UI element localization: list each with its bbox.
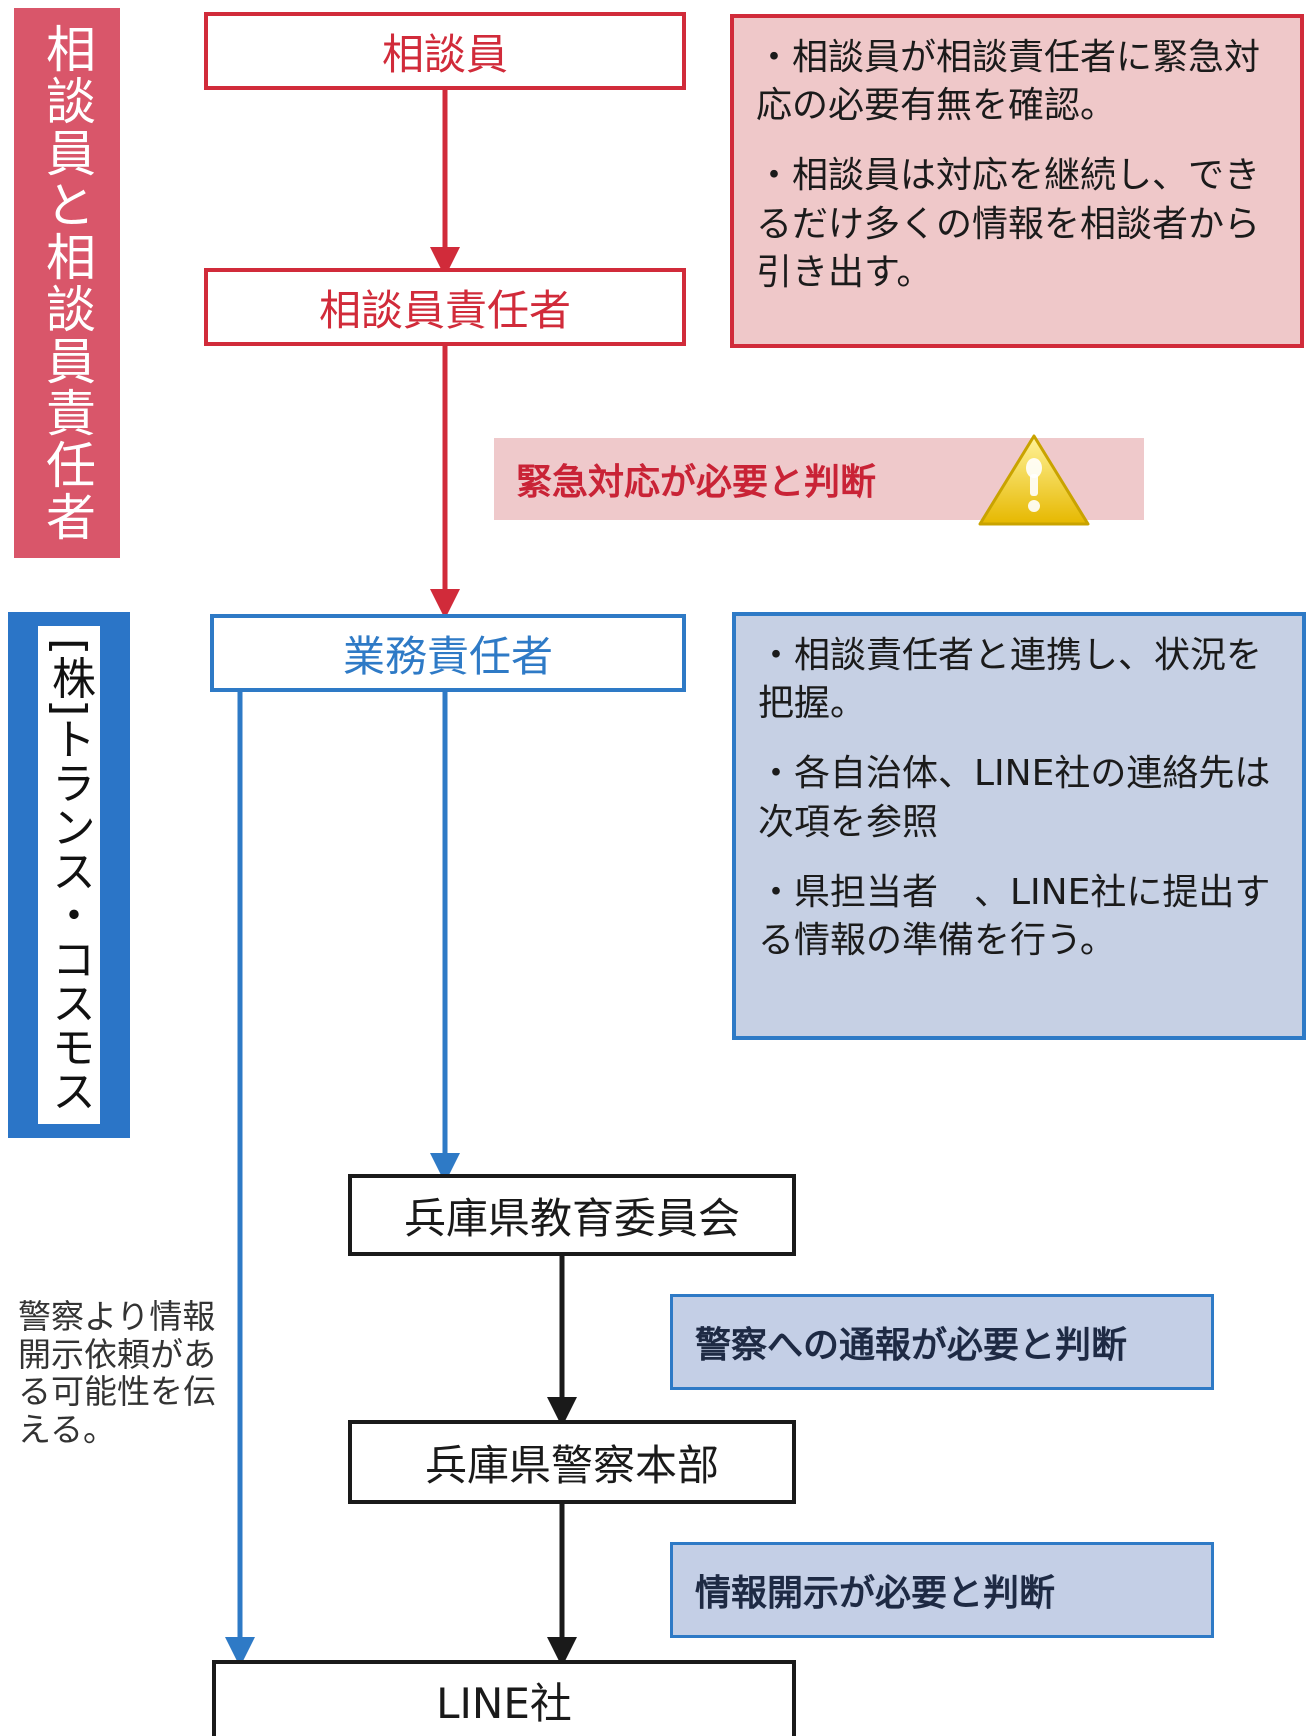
decision-police-report: 警察への通報が必要と判断	[670, 1294, 1214, 1390]
side-label-counselors: 相談員と相談員責任者	[14, 8, 120, 558]
side-label-company: [株]トランス・コスモス	[8, 612, 130, 1138]
side-note-disclosure: 警察より情報開示依頼がある可能性を伝える。	[18, 1297, 216, 1449]
note-counselor: ・相談員が相談責任者に緊急対応の必要有無を確認。 ・相談員は対応を継続し、できる…	[730, 14, 1304, 348]
node-business-manager: 業務責任者	[210, 614, 686, 692]
node-counselor: 相談員	[204, 12, 686, 90]
node-police-hq: 兵庫県警察本部	[348, 1420, 796, 1504]
note-item: ・各自治体、LINE社の連絡先は次項を参照	[758, 753, 1271, 843]
node-line-corp: LINE社	[212, 1660, 796, 1736]
decision-disclosure: 情報開示が必要と判断	[670, 1542, 1214, 1638]
note-item: ・相談責任者と連携し、状況を把握。	[758, 635, 1263, 725]
note-item: ・県担当者 、LINE社に提出する情報の準備を行う。	[758, 871, 1271, 962]
note-item: ・相談員は対応を継続し、できるだけ多くの情報を相談者から引き出す。	[756, 155, 1261, 293]
note-item: ・相談員が相談責任者に緊急対応の必要有無を確認。	[756, 37, 1261, 127]
note-business: ・相談責任者と連携し、状況を把握。 ・各自治体、LINE社の連絡先は次項を参照 …	[732, 612, 1306, 1040]
warning-icon	[974, 430, 1094, 530]
node-board-of-education: 兵庫県教育委員会	[348, 1174, 796, 1256]
node-counselor-manager: 相談員責任者	[204, 268, 686, 346]
